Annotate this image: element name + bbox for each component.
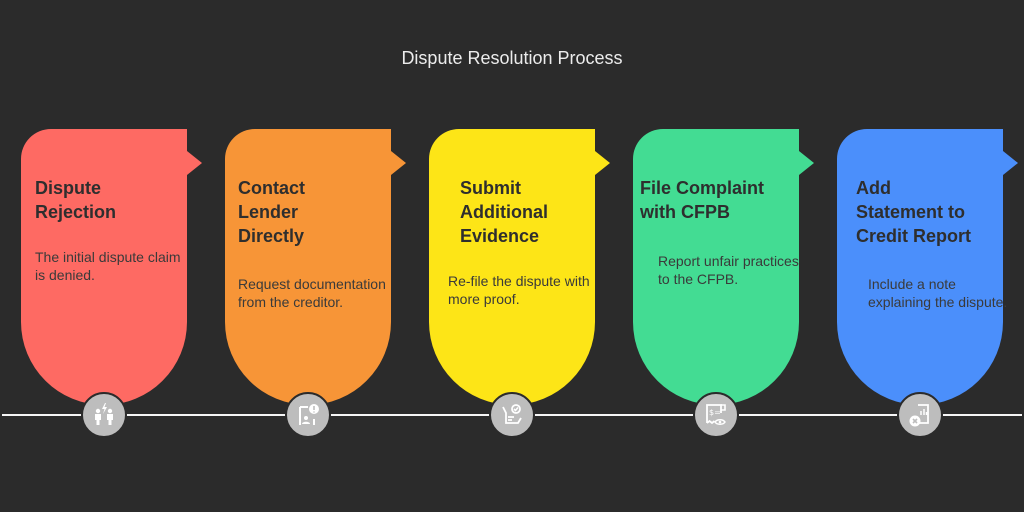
step-heading-line: Directly bbox=[238, 226, 305, 246]
step-heading-line: Statement to bbox=[856, 202, 966, 222]
step-heading-line: Add bbox=[856, 178, 891, 198]
step-heading-line: Contact bbox=[238, 178, 305, 198]
step-heading-line: Rejection bbox=[35, 202, 117, 222]
submit-document-check-icon bbox=[502, 404, 522, 424]
conflict-people-icon bbox=[95, 403, 113, 425]
diagram-title: Dispute Resolution Process bbox=[401, 48, 623, 68]
report-cancel-icon bbox=[909, 404, 929, 427]
step-card-shape bbox=[429, 129, 610, 405]
step-heading-line: with CFPB bbox=[640, 202, 730, 222]
step-card-shape bbox=[633, 129, 814, 405]
step-description: The initial dispute claim is denied. bbox=[35, 249, 181, 283]
step-description: Include a note explaining the dispute. bbox=[868, 276, 1008, 310]
step-card-shape bbox=[21, 129, 202, 405]
step-heading-line: Evidence bbox=[460, 226, 540, 246]
step-heading-line: Dispute bbox=[35, 178, 102, 198]
step-card-shape bbox=[837, 129, 1018, 405]
step-card-shape bbox=[225, 129, 406, 405]
step-node bbox=[285, 392, 331, 438]
step-heading-line: Submit bbox=[460, 178, 521, 198]
step-description: Re-file the dispute with more proof. bbox=[448, 273, 590, 307]
svg-text:$=: $= bbox=[709, 408, 721, 417]
step-heading-line: File Complaint bbox=[640, 178, 765, 198]
step-description: Report unfair practices to the CFPB. bbox=[658, 253, 799, 287]
step-heading: File Complaint with CFPB bbox=[640, 176, 790, 224]
step-node bbox=[897, 392, 943, 438]
step-heading-line: Lender bbox=[238, 202, 299, 222]
step-heading-line: Additional bbox=[460, 202, 548, 222]
step-node bbox=[81, 392, 127, 438]
step-card: File Complaint with CFPB Report unfair pr… bbox=[633, 129, 814, 409]
contact-alert-icon bbox=[299, 404, 319, 425]
step-heading-line: Credit Report bbox=[856, 226, 972, 246]
receipt-eye-icon: $= bbox=[706, 404, 726, 425]
step-description: Request documentation from the creditor. bbox=[238, 276, 386, 310]
step-node bbox=[489, 392, 535, 438]
step-node: $= bbox=[693, 392, 739, 438]
